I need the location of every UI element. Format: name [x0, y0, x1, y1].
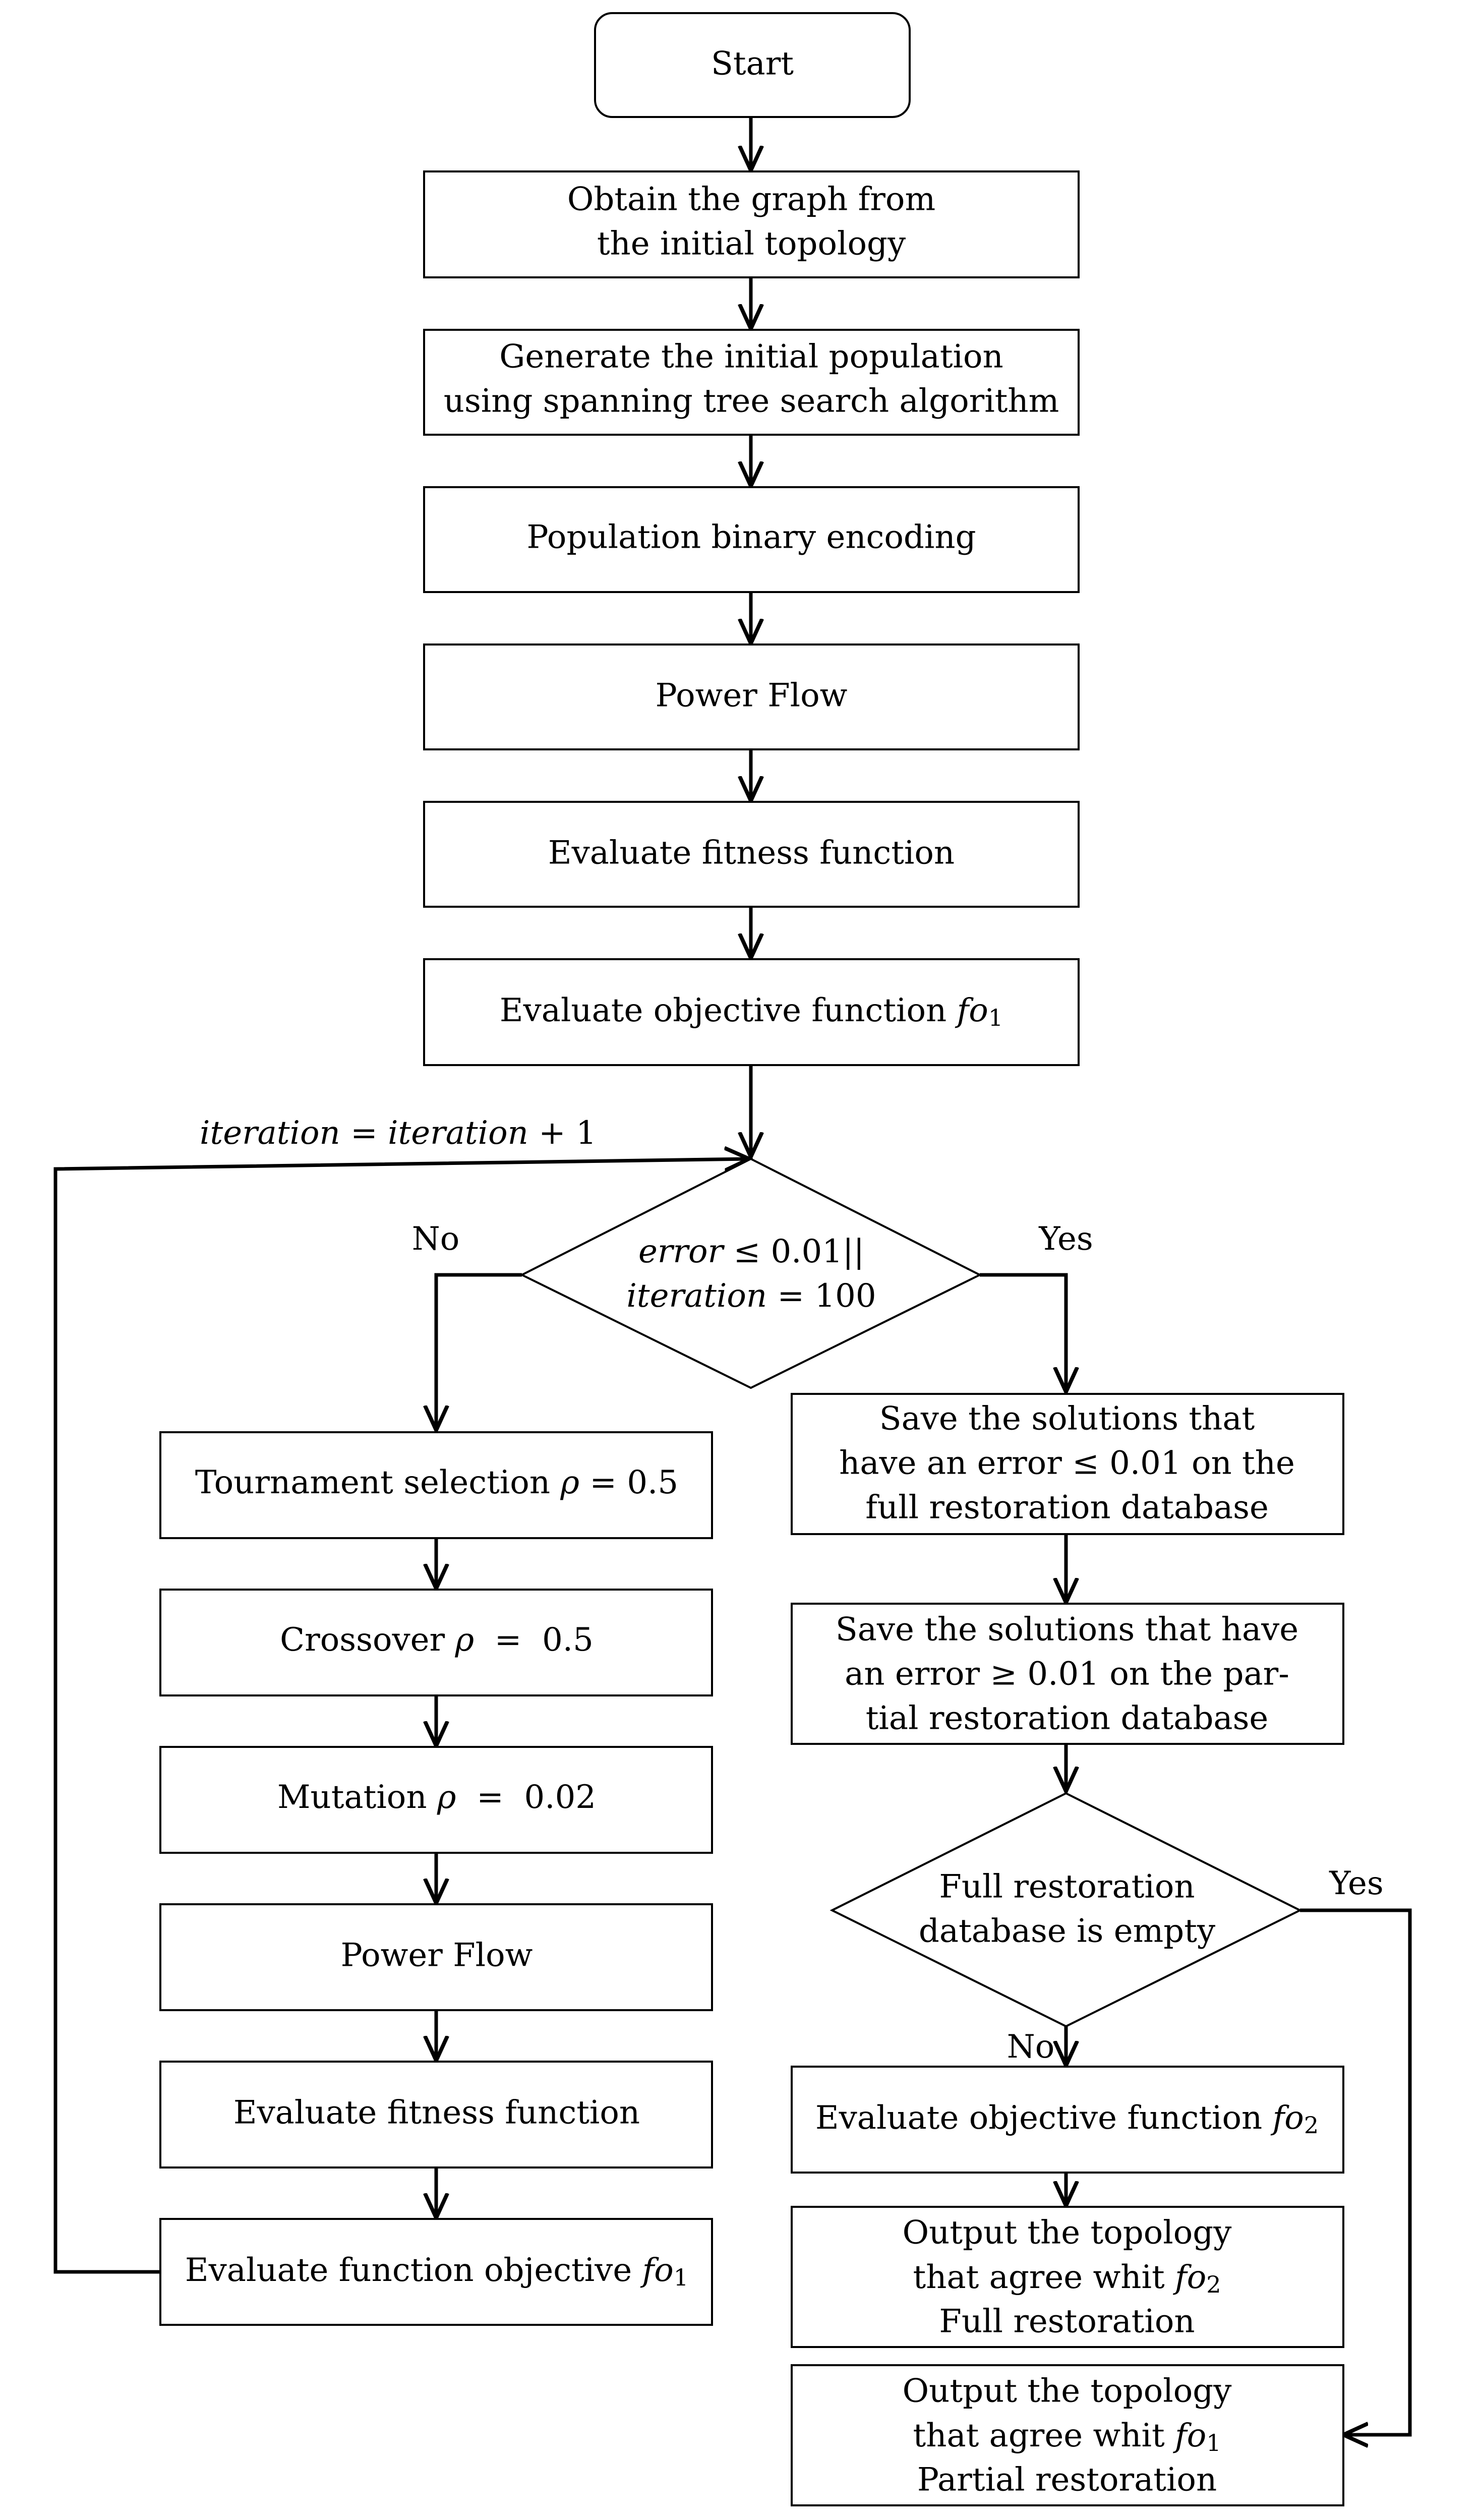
- crossover-box: Crossover ρ = 0.5: [159, 1589, 713, 1696]
- crossover-label: Crossover ρ = 0.5: [280, 1621, 594, 1659]
- objective-fo1-label: Evaluate objective function fo1: [500, 992, 1003, 1032]
- objective-loop-label: Evaluate function objective fo1: [185, 2252, 688, 2292]
- output-full-text: that agree whit: [913, 2259, 1175, 2296]
- objective-loop-box: Evaluate function objective fo1: [159, 2218, 713, 2326]
- decision-empty-line-2: database is empty: [919, 1913, 1215, 1950]
- binary-encoding-box: Population binary encoding: [423, 486, 1080, 593]
- tournament-value: = 0.5: [579, 1464, 678, 1501]
- binary-encoding-label: Population binary encoding: [526, 519, 976, 556]
- label-yes-1: Yes: [1038, 1220, 1093, 1258]
- edge-decision-no: [436, 1273, 522, 1430]
- output-partial-text: that agree whit: [913, 2417, 1175, 2454]
- mutation-var: ρ: [437, 1779, 456, 1816]
- fitness-label-1: Evaluate fitness function: [548, 835, 955, 872]
- save-full-line-1: Save the solutions that: [879, 1400, 1255, 1438]
- save-partial-line-1: Save the solutions that have: [836, 1611, 1298, 1649]
- label-no-2: No: [1007, 2028, 1055, 2066]
- output-full-line-3: Full restoration: [939, 2303, 1195, 2340]
- fitness-box-1: Evaluate fitness function: [423, 801, 1080, 908]
- output-partial-line-2: that agree whit fo1: [913, 2417, 1221, 2457]
- tournament-var: ρ: [560, 1464, 579, 1501]
- output-full-line-2: that agree whit fo2: [913, 2259, 1221, 2299]
- tournament-box: Tournament selection ρ = 0.5: [159, 1431, 713, 1539]
- power-flow-label-1: Power Flow: [656, 677, 848, 715]
- objective-fo2-box: Evaluate objective function fo2: [791, 2066, 1344, 2174]
- objective-fo2-var: fo: [1271, 2099, 1304, 2137]
- objective-loop-var: fo: [640, 2252, 674, 2289]
- objective-fo1-box: Evaluate objective function fo1: [423, 958, 1080, 1066]
- crossover-var: ρ: [454, 1621, 474, 1659]
- label-yes-2: Yes: [1329, 1865, 1383, 1902]
- loop-var-2: iteration: [388, 1115, 528, 1152]
- save-full-line-2: have an error ≤ 0.01 on the: [839, 1445, 1295, 1482]
- output-full-box: Output the topology that agree whit fo2 …: [791, 2206, 1344, 2348]
- decision-empty: Full restoration database is empty: [830, 1792, 1303, 2028]
- decision-empty-line-1: Full restoration: [939, 1868, 1195, 1906]
- loop-eq: =: [340, 1115, 388, 1152]
- decision-iteration-cond: = 100: [767, 1277, 876, 1315]
- loop-label: iteration = iteration + 1: [200, 1115, 597, 1152]
- tournament-label: Tournament selection ρ = 0.5: [195, 1464, 678, 1501]
- objective-fo2-sub: 2: [1304, 2112, 1319, 2139]
- objective-loop-text: Evaluate function objective: [185, 2252, 642, 2289]
- objective-fo1-text: Evaluate objective function: [500, 992, 957, 1029]
- crossover-text: Crossover: [280, 1621, 455, 1659]
- mutation-text: Mutation: [277, 1779, 437, 1816]
- mutation-value: = 0.02: [456, 1779, 597, 1816]
- obtain-graph-line-1: Obtain the graph from: [567, 181, 935, 218]
- objective-fo1-var: fo: [955, 992, 988, 1029]
- start-label: Start: [711, 45, 794, 83]
- start-node: Start: [594, 12, 911, 118]
- output-partial-line-3: Partial restoration: [917, 2462, 1217, 2499]
- fitness-box-2: Evaluate fitness function: [159, 2061, 713, 2169]
- power-flow-label-2: Power Flow: [341, 1937, 533, 1974]
- decision-iteration-var: iteration: [626, 1277, 767, 1315]
- decision-error: error ≤ 0.01|| iteration = 100: [519, 1157, 982, 1389]
- decision-error-line-1: error ≤ 0.01||: [638, 1233, 864, 1270]
- objective-loop-sub: 1: [674, 2264, 688, 2291]
- label-no-1: No: [412, 1220, 460, 1258]
- edge-loop-back: [53, 1159, 749, 2274]
- save-partial-line-3: tial restoration database: [866, 1700, 1269, 1737]
- decision-error-var: error: [638, 1233, 725, 1270]
- mutation-box: Mutation ρ = 0.02: [159, 1746, 713, 1854]
- output-partial-box: Output the topology that agree whit fo1 …: [791, 2364, 1344, 2506]
- save-full-box: Save the solutions that have an error ≤ …: [791, 1393, 1344, 1535]
- decision-error-cond: ≤ 0.01||: [723, 1233, 864, 1270]
- output-full-var: fo: [1173, 2259, 1206, 2296]
- save-partial-line-2: an error ≥ 0.01 on the par-: [845, 1656, 1289, 1693]
- generate-population-line-1: Generate the initial population: [499, 338, 1003, 376]
- edge-decision-yes-partial: [1300, 1908, 1412, 2435]
- loop-rest: + 1: [528, 1115, 597, 1152]
- generate-population-line-2: using spanning tree search algorithm: [444, 383, 1059, 420]
- loop-var-1: iteration: [200, 1115, 340, 1152]
- objective-fo2-text: Evaluate objective function: [815, 2099, 1273, 2137]
- output-partial-var: fo: [1173, 2417, 1206, 2454]
- save-partial-box: Save the solutions that have an error ≥ …: [791, 1603, 1344, 1745]
- tournament-text: Tournament selection: [195, 1464, 560, 1501]
- power-flow-box-1: Power Flow: [423, 643, 1080, 750]
- save-full-line-3: full restoration database: [865, 1489, 1269, 1527]
- output-partial-sub: 1: [1206, 2429, 1221, 2456]
- obtain-graph-box: Obtain the graph from the initial topolo…: [423, 170, 1080, 278]
- fitness-label-2: Evaluate fitness function: [233, 2094, 640, 2132]
- obtain-graph-line-2: the initial topology: [597, 225, 906, 263]
- output-partial-line-1: Output the topology: [903, 2373, 1232, 2410]
- objective-fo1-sub: 1: [988, 1004, 1003, 1031]
- crossover-value: = 0.5: [474, 1621, 594, 1659]
- objective-fo2-label: Evaluate objective function fo2: [815, 2099, 1319, 2139]
- output-full-sub: 2: [1206, 2271, 1221, 2298]
- edge-decision-yes: [980, 1273, 1066, 1392]
- output-full-line-1: Output the topology: [903, 2214, 1232, 2252]
- decision-error-line-2: iteration = 100: [626, 1277, 876, 1315]
- edges: [53, 117, 1412, 2435]
- mutation-label: Mutation ρ = 0.02: [277, 1779, 596, 1816]
- power-flow-box-2: Power Flow: [159, 1903, 713, 2011]
- generate-population-box: Generate the initial population using sp…: [423, 329, 1080, 436]
